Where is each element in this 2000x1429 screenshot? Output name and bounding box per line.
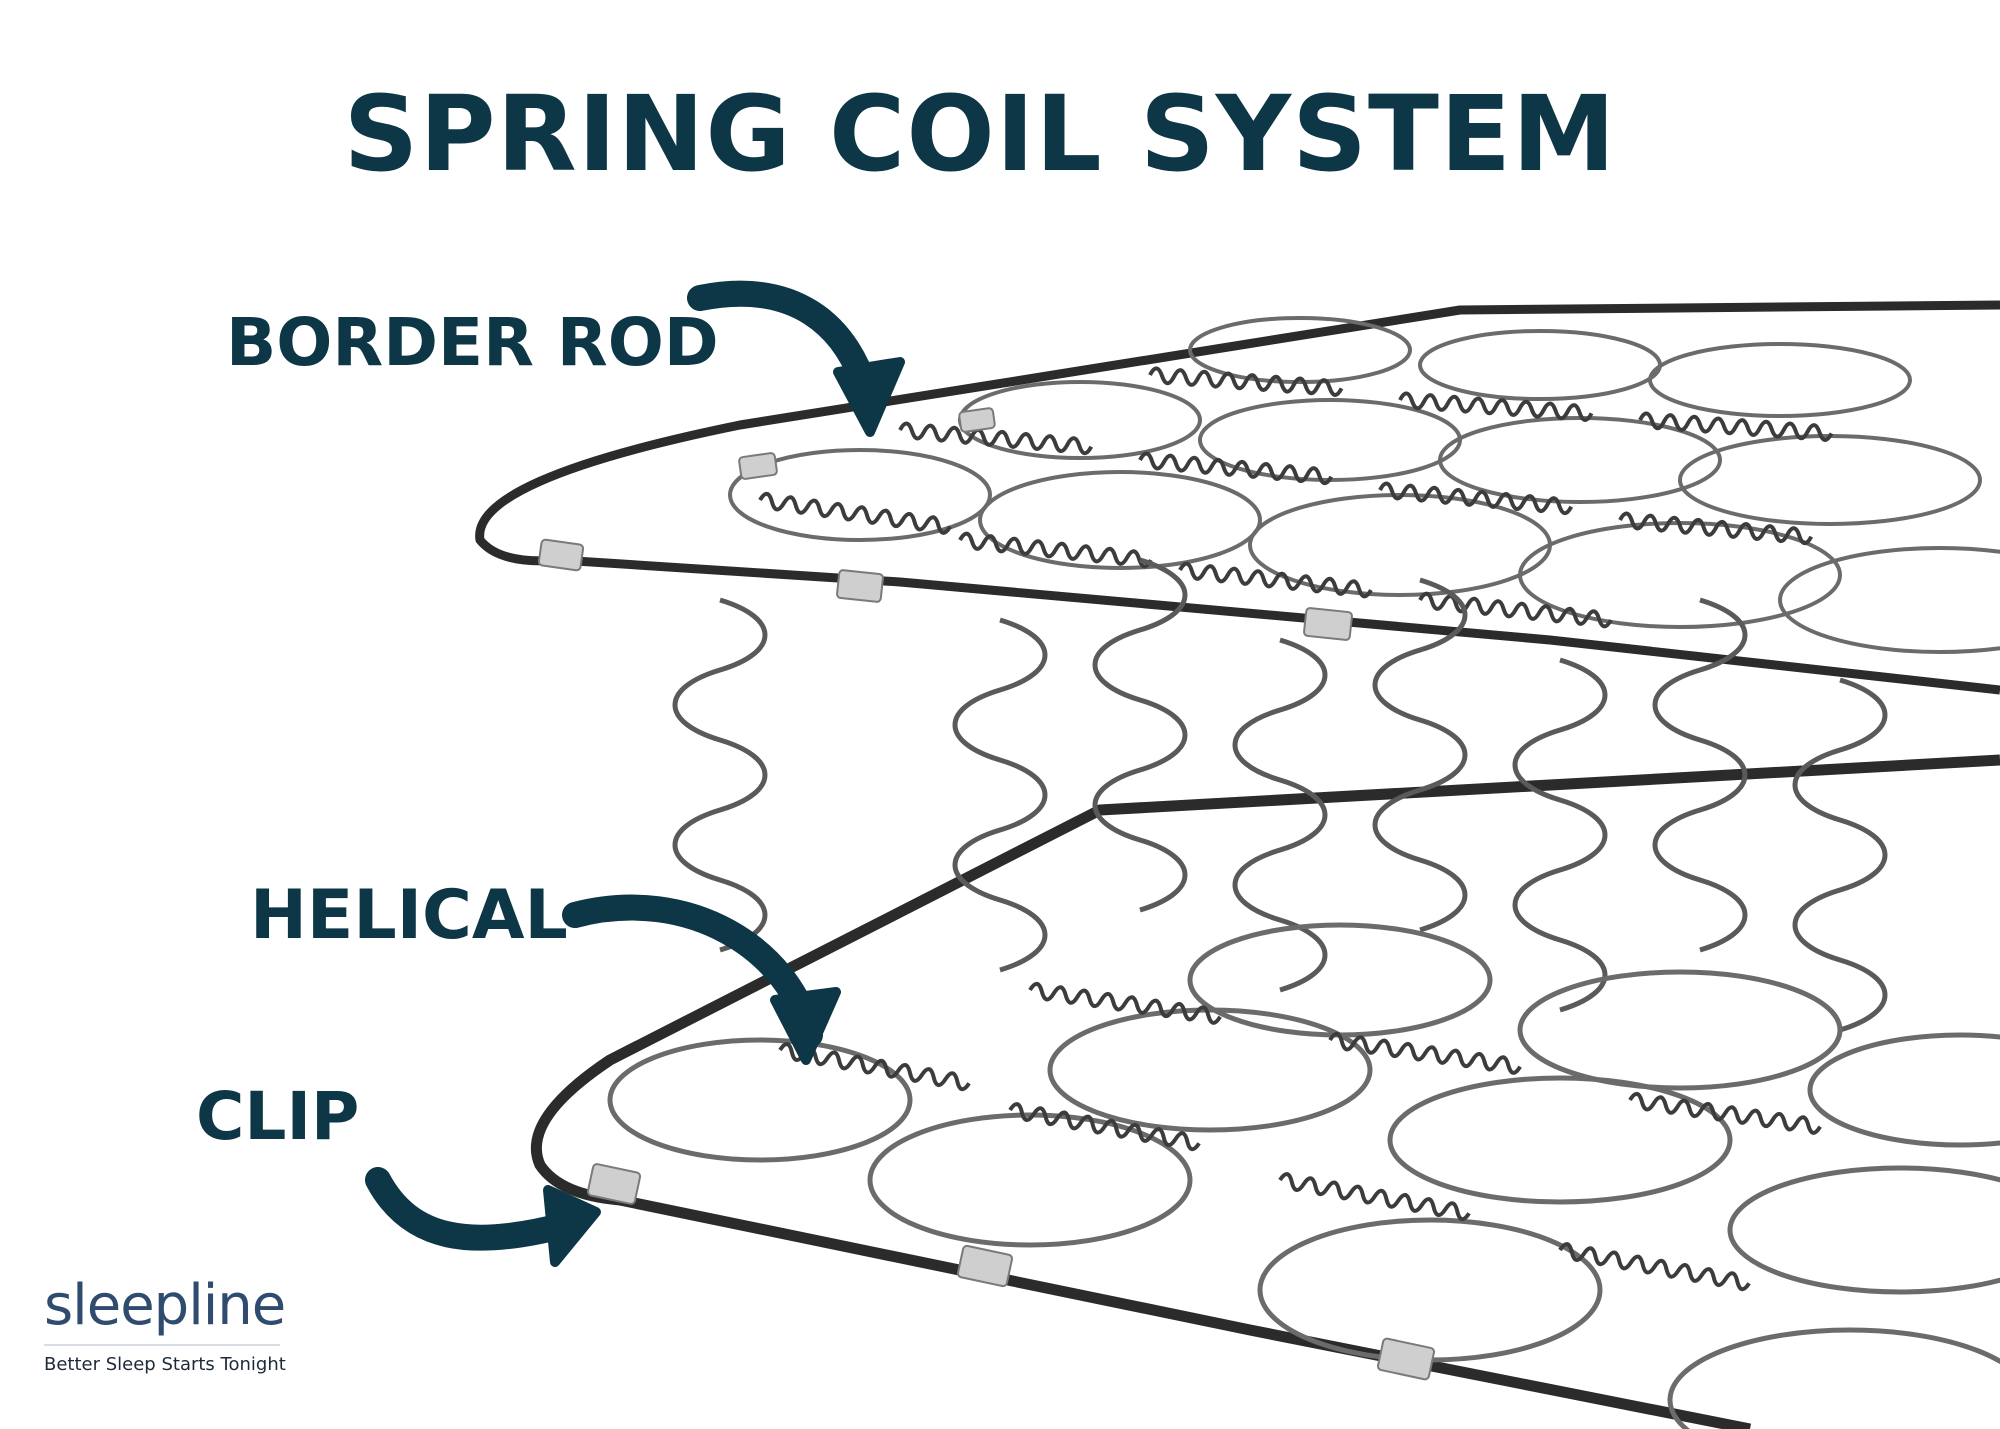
bottom-coil-rings (607, 922, 2000, 1429)
top-coil-rings (728, 316, 2000, 654)
logo-tagline: Better Sleep Starts Tonight (44, 1354, 286, 1375)
diagram-title: SPRING COIL SYSTEM (343, 73, 1617, 195)
logo-divider (44, 1344, 280, 1346)
arrow-border-rod (687, 280, 905, 437)
brand-logo: sleepline Better Sleep Starts Tonight (44, 1278, 286, 1374)
clips (537, 407, 1436, 1381)
label-helical: HELICAL (250, 876, 568, 955)
label-border-rod: BORDER ROD (226, 304, 719, 381)
arrow-clip (365, 1167, 601, 1267)
bottom-border-rod (530, 754, 2000, 1429)
arrow-helical (562, 894, 841, 1065)
logo-wordmark: sleepline (44, 1273, 286, 1338)
label-clip: CLIP (196, 1078, 360, 1155)
top-border-rod (475, 300, 2000, 695)
